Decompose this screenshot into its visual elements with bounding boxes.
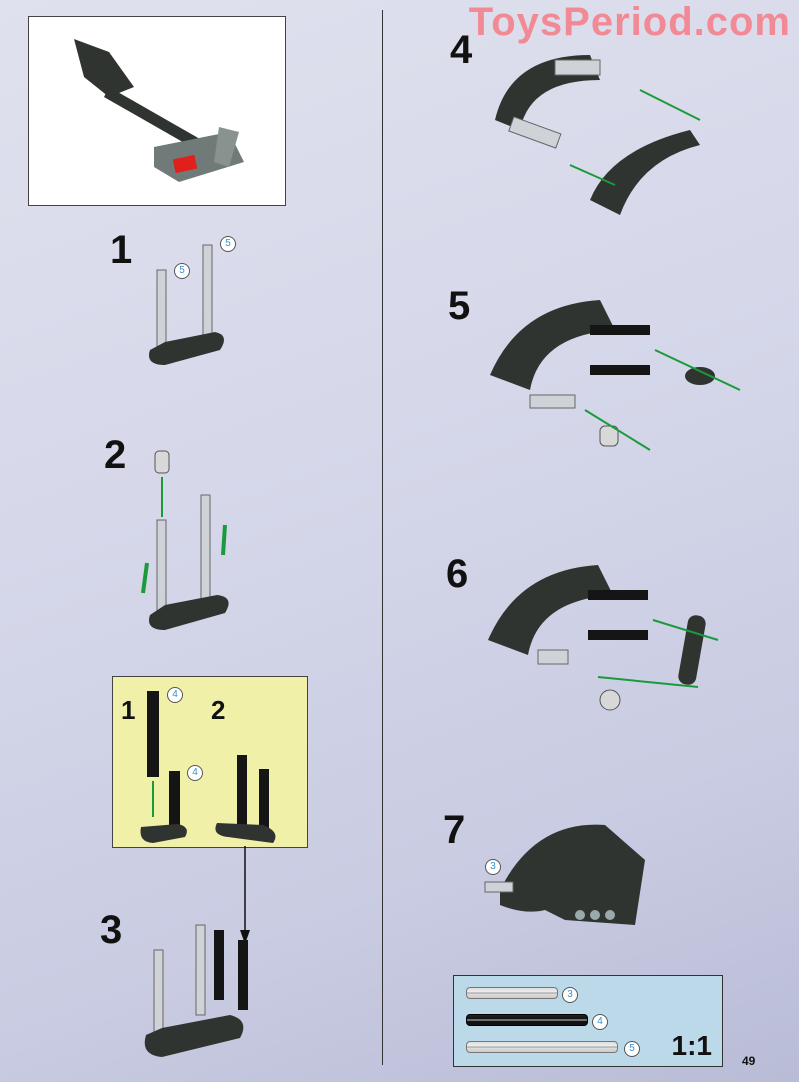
part-count-callout: 5 — [624, 1041, 640, 1057]
step-number: 7 — [443, 808, 466, 852]
step-number: 2 — [104, 433, 127, 477]
part-count-callout: 3 — [485, 859, 501, 875]
arrow-icon — [240, 846, 250, 944]
part-count-callout: 5 — [220, 236, 236, 252]
step-1-image — [149, 244, 224, 365]
part-count-callout: 4 — [592, 1014, 608, 1030]
column-divider — [382, 10, 383, 1065]
axle-part — [466, 1014, 588, 1026]
sub-assembly-image — [140, 691, 276, 843]
scale-label: 1:1 — [671, 1030, 712, 1061]
part-count-callout: 4 — [187, 765, 203, 781]
step-3-image — [144, 924, 248, 1057]
parts-list-box: 3 4 5 1:1 — [453, 975, 723, 1067]
step-number: 5 — [448, 284, 471, 328]
axle-part — [466, 1041, 618, 1053]
axle-part — [466, 987, 558, 999]
watermark: ToysPeriod.com — [468, 0, 791, 44]
model-preview — [28, 16, 286, 206]
part-count-callout: 3 — [562, 987, 578, 1003]
step-number: 6 — [446, 552, 469, 596]
step-4-image — [495, 55, 701, 215]
substep-number: 2 — [211, 695, 226, 725]
page-number: 49 — [742, 1054, 756, 1068]
step-2-image — [141, 450, 229, 630]
part-count-callout: 4 — [167, 687, 183, 703]
step-number: 1 — [110, 228, 133, 272]
step-7-image — [484, 824, 645, 925]
step-number: 3 — [100, 908, 123, 952]
sub-assembly-box: 1 2 4 4 — [112, 676, 308, 848]
step-number: 4 — [450, 28, 473, 72]
step-6-image — [488, 565, 719, 711]
step-5-image — [490, 300, 741, 451]
substep-number: 1 — [121, 695, 136, 725]
part-count-callout: 5 — [174, 263, 190, 279]
model-preview-image — [74, 39, 244, 182]
